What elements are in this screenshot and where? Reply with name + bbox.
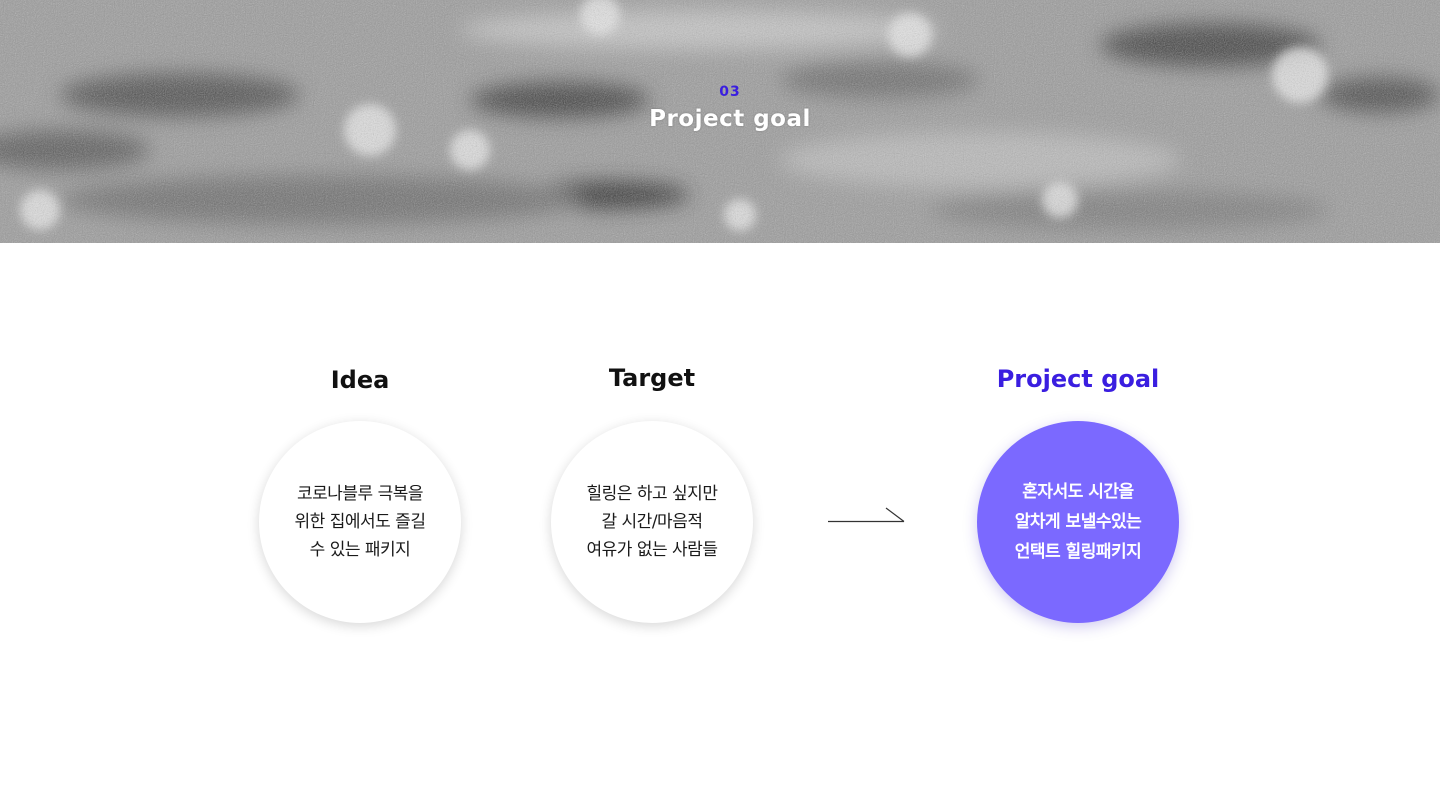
- idea-title: Idea: [330, 366, 390, 394]
- goal-line-1: 혼자서도 시간을: [1022, 482, 1134, 502]
- goal-circle: 혼자서도 시간을 알차게 보낼수있는 언택트 힐링패키지: [977, 421, 1179, 623]
- goal-line-3: 언택트 힐링패키지: [1014, 542, 1142, 562]
- arrow-right-icon: [828, 507, 905, 523]
- hero-texture-image: [0, 0, 1440, 243]
- idea-column: Idea: [240, 360, 480, 398]
- section-title: Project goal: [649, 106, 811, 132]
- idea-circle: 코로나블루 극복을 위한 집에서도 즐길 수 있는 패키지: [259, 421, 461, 623]
- idea-line-3: 수 있는 패키지: [309, 540, 411, 560]
- target-line-3: 여유가 없는 사람들: [586, 540, 718, 560]
- target-circle: 힐링은 하고 싶지만 갈 시간/마음적 여유가 없는 사람들: [551, 421, 753, 623]
- section-number: 03: [719, 84, 741, 100]
- target-line-1: 힐링은 하고 싶지만: [586, 484, 718, 504]
- goal-title: Project goal: [996, 365, 1160, 393]
- idea-line-1: 코로나블루 극복을: [296, 484, 424, 504]
- target-column: Target: [532, 360, 772, 396]
- target-title: Target: [608, 364, 696, 392]
- goal-column: Project goal: [958, 360, 1198, 397]
- goal-line-2: 알차게 보낼수있는: [1014, 512, 1142, 532]
- idea-line-2: 위한 집에서도 즐길: [294, 512, 426, 532]
- target-line-2: 갈 시간/마음적: [601, 512, 703, 532]
- hero-banner: 03 Project goal: [0, 0, 1440, 243]
